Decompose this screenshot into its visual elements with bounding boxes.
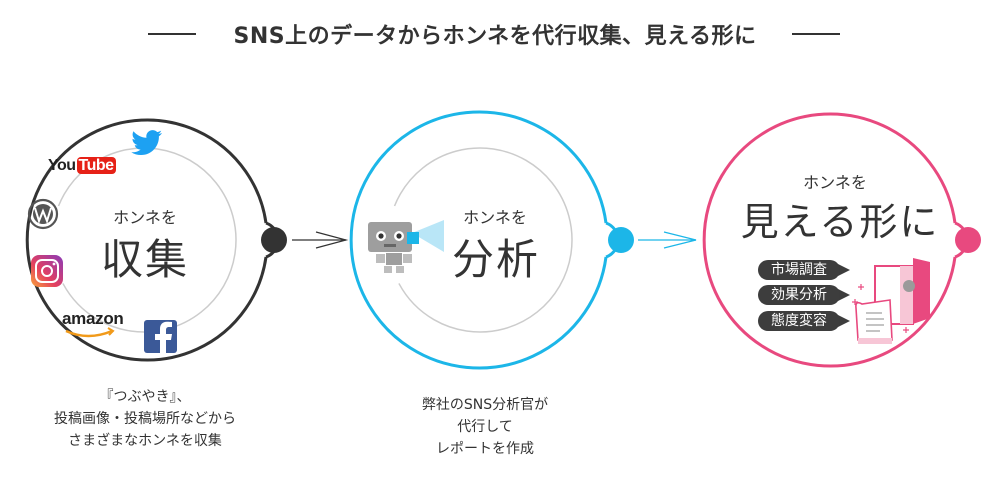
wordpress-icon	[27, 198, 59, 230]
robot-icon	[368, 220, 444, 273]
step-visualize-sub: ホンネを	[803, 173, 867, 192]
caption-line: さまざまなホンネを収集	[68, 433, 222, 449]
youtube-you-text: You	[48, 157, 76, 174]
page-title: SNS上のデータからホンネを代行収集、見える形に	[233, 24, 757, 49]
step-collect-title: 収集	[100, 235, 189, 284]
step-visualize-dot	[955, 227, 981, 253]
step-analyze-dot	[608, 227, 634, 253]
tag-attitude-change: 態度変容	[758, 311, 840, 331]
step-visualize-title: 見える形に	[740, 200, 940, 244]
step-collect-caption: 『つぶやき』、 投稿画像・投稿場所などから さまざまなホンネを収集	[20, 386, 270, 452]
instagram-icon	[31, 255, 63, 287]
title-row: SNS上のデータからホンネを代行収集、見える形に	[0, 14, 990, 54]
step-collect-circle	[25, 118, 287, 362]
amazon-logo: amazon	[62, 309, 124, 328]
tag-effect-analysis: 効果分析	[758, 285, 840, 305]
facebook-icon	[144, 320, 177, 353]
step-visualize-circle	[702, 112, 981, 368]
tag-pointers	[838, 264, 850, 327]
step-analyze-caption: 弊社のSNS分析官が 代行して レポートを作成	[380, 394, 590, 460]
step-collect-dot	[261, 227, 287, 253]
caption-line: 代行して	[457, 419, 513, 435]
amazon-smile	[65, 327, 115, 338]
caption-line: レポートを作成	[436, 441, 534, 457]
arrow-collect-to-analyze	[292, 231, 349, 249]
title-line-right	[792, 33, 840, 35]
step-analyze-circle	[349, 110, 634, 370]
arrow-analyze-to-visualize	[638, 231, 697, 249]
title-line-left	[148, 33, 196, 35]
document-icon	[855, 299, 893, 344]
caption-line: 弊社のSNS分析官が	[421, 397, 549, 413]
twitter-icon	[131, 130, 162, 155]
step-analyze-title: 分析	[451, 235, 540, 284]
youtube-tube-text: Tube	[76, 157, 116, 174]
caption-line: 『つぶやき』、	[99, 389, 191, 405]
tag-market-research: 市場調査	[758, 260, 840, 280]
sparkle-decorations	[852, 284, 909, 333]
step-collect-sub: ホンネを	[113, 208, 177, 227]
step-analyze-sub: ホンネを	[463, 208, 527, 227]
caption-line: 投稿画像・投稿場所などから	[54, 411, 236, 427]
